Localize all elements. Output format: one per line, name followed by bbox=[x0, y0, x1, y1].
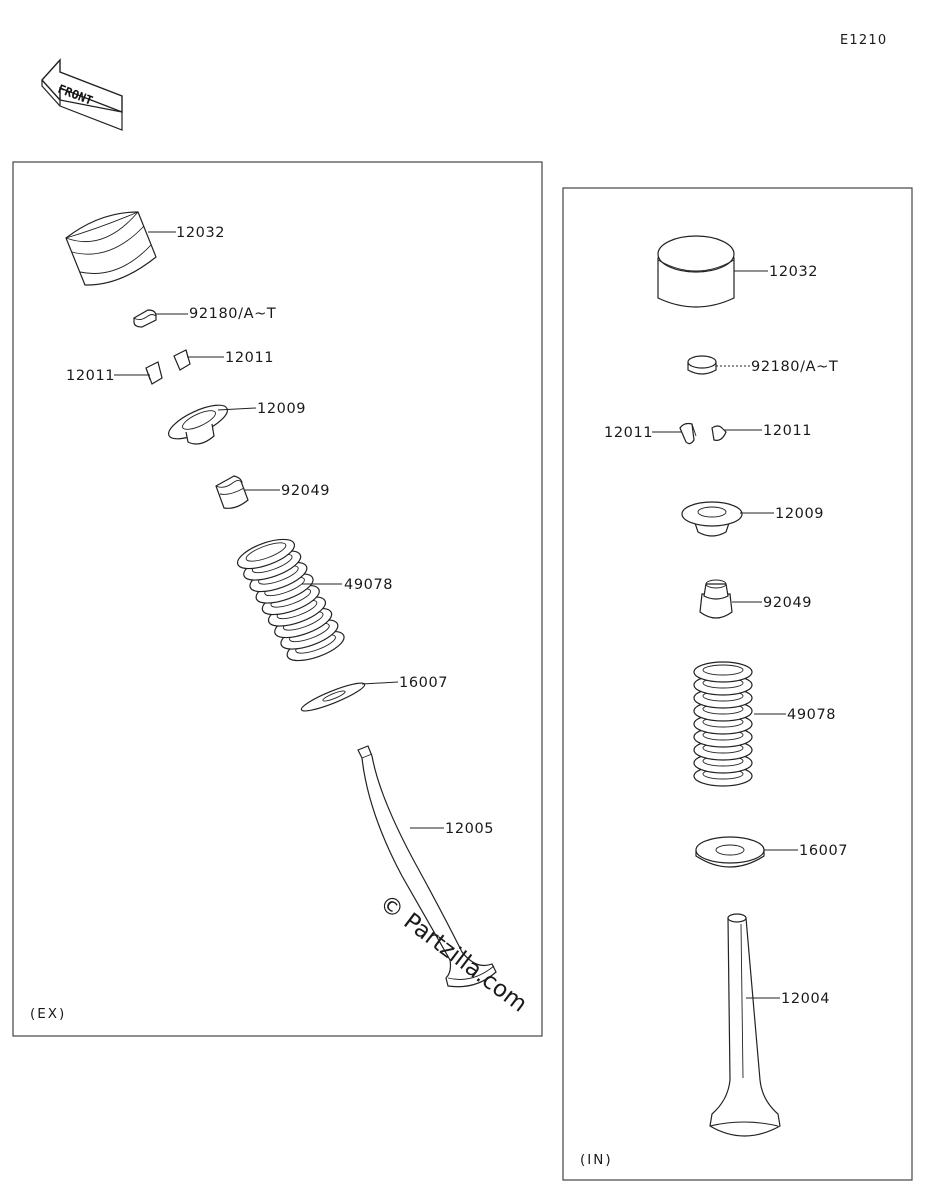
ex-part-12005 bbox=[357, 745, 497, 988]
ex-label-12032: 12032 bbox=[176, 225, 225, 241]
ex-label-12009: 12009 bbox=[257, 401, 306, 417]
panel-in-tag: (IN) bbox=[580, 1152, 613, 1168]
in-part-92049 bbox=[699, 579, 733, 619]
ex-label-49078: 49078 bbox=[344, 577, 393, 593]
spring-coil-inner bbox=[702, 664, 744, 676]
ex-part-49078 bbox=[236, 538, 345, 662]
in-part-12032 bbox=[657, 235, 735, 308]
panel-in-frame bbox=[562, 187, 913, 1181]
in-part-12004 bbox=[709, 913, 781, 1137]
ex-label-92180: 92180/A~T bbox=[189, 306, 276, 322]
in-label-16007: 16007 bbox=[799, 843, 848, 859]
ex-part-12011-b bbox=[173, 349, 191, 371]
ex-label-12011-a: 12011 bbox=[66, 368, 115, 384]
in-leaders bbox=[652, 270, 798, 999]
ex-label-16007: 16007 bbox=[399, 675, 448, 691]
ex-part-12009 bbox=[168, 404, 228, 445]
ex-label-92049: 92049 bbox=[281, 483, 330, 499]
in-part-12009 bbox=[681, 501, 743, 537]
front-arrow-icon: FRONT bbox=[41, 58, 123, 131]
in-label-12032: 12032 bbox=[769, 264, 818, 280]
in-label-92180: 92180/A~T bbox=[751, 359, 838, 375]
panel-ex-tag: (EX) bbox=[30, 1006, 66, 1022]
ex-label-12011-b: 12011 bbox=[225, 350, 274, 366]
ex-part-12011-a bbox=[145, 361, 163, 385]
spring-coil-inner bbox=[245, 542, 287, 562]
ex-label-12005: 12005 bbox=[445, 821, 494, 837]
ex-part-92049 bbox=[215, 475, 249, 509]
diagram-code: E1210 bbox=[840, 33, 887, 48]
in-part-92180 bbox=[687, 355, 717, 375]
ex-part-92180 bbox=[133, 309, 157, 328]
watermark: © Partzilla.com bbox=[374, 890, 531, 1018]
in-part-12011-b bbox=[711, 425, 727, 441]
ex-leaders bbox=[114, 231, 444, 829]
in-label-12011-a: 12011 bbox=[604, 425, 653, 441]
in-label-12009: 12009 bbox=[775, 506, 824, 522]
in-label-92049: 92049 bbox=[763, 595, 812, 611]
in-part-49078 bbox=[693, 661, 753, 787]
panel-ex-frame bbox=[12, 161, 543, 1037]
in-label-49078: 49078 bbox=[787, 707, 836, 723]
in-part-16007 bbox=[695, 836, 765, 868]
in-label-12011-b: 12011 bbox=[763, 423, 812, 439]
in-label-12004: 12004 bbox=[781, 991, 830, 1007]
in-part-12011-a bbox=[679, 422, 697, 445]
ex-part-16007 bbox=[300, 682, 366, 712]
ex-part-12032 bbox=[65, 211, 157, 286]
